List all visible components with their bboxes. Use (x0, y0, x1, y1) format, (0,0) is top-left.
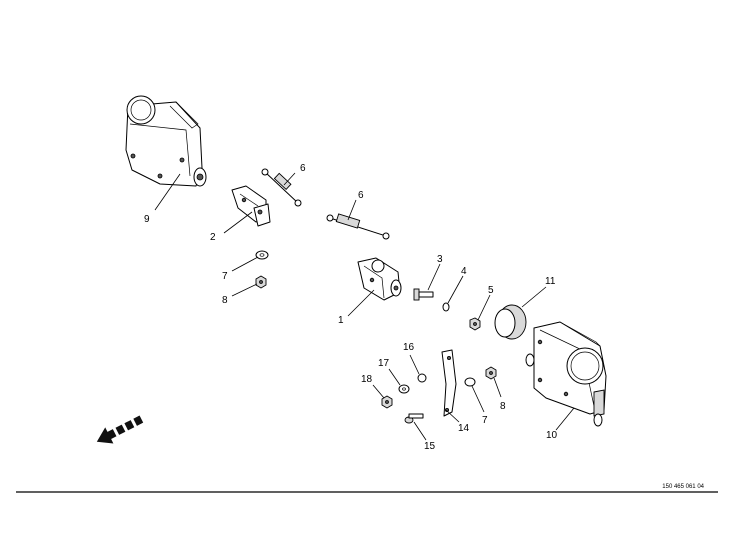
callout-10: 10 (546, 430, 558, 441)
part-4-washer (442, 302, 450, 312)
callout-7-left: 7 (222, 271, 228, 282)
callout-3: 3 (437, 254, 443, 265)
callout-11: 11 (545, 276, 556, 287)
part-5-nut (469, 317, 481, 331)
callout-6-upper: 6 (300, 163, 306, 174)
callout-5: 5 (488, 285, 494, 296)
part-7-washer-left (255, 250, 269, 260)
callout-15: 15 (424, 441, 436, 452)
part-15-bolt (404, 413, 424, 424)
callout-8-left: 8 (222, 295, 228, 306)
part-6-gas-spring-lower (326, 213, 390, 240)
part-18-nut (381, 395, 393, 409)
part-9-gearbox-housing (125, 95, 207, 187)
leader-lines (154, 172, 575, 441)
part-14-strap (441, 349, 457, 417)
drawing-number: 150 465 061 04 (662, 484, 704, 490)
callout-labels: 9 6 2 6 7 8 3 4 5 11 1 16 17 18 8 7 14 1… (144, 163, 558, 452)
part-10-gearbox-housing (525, 321, 607, 427)
callout-17: 17 (378, 358, 390, 369)
dashed-direction-arrow-icon (96, 415, 144, 444)
part-17-washer (398, 384, 410, 394)
part-11-cap (494, 304, 527, 340)
callout-18: 18 (361, 374, 373, 385)
part-1-mounting-block (357, 257, 402, 301)
callout-4: 4 (461, 266, 467, 277)
part-3-bolt (413, 288, 434, 301)
callout-2: 2 (210, 232, 216, 243)
callout-6-lower: 6 (358, 190, 364, 201)
callout-7-right: 7 (482, 415, 488, 426)
part-2-bracket (231, 185, 271, 227)
callout-9: 9 (144, 214, 150, 225)
part-7-washer-right (464, 377, 476, 387)
callout-14: 14 (458, 423, 470, 434)
callout-16: 16 (403, 342, 415, 353)
part-8-nut-right (485, 366, 497, 380)
part-16-washer (417, 373, 427, 383)
part-8-nut-left (255, 275, 267, 289)
callout-8-right: 8 (500, 401, 506, 412)
part-6-gas-spring-upper (261, 168, 302, 207)
callout-1: 1 (338, 315, 344, 326)
